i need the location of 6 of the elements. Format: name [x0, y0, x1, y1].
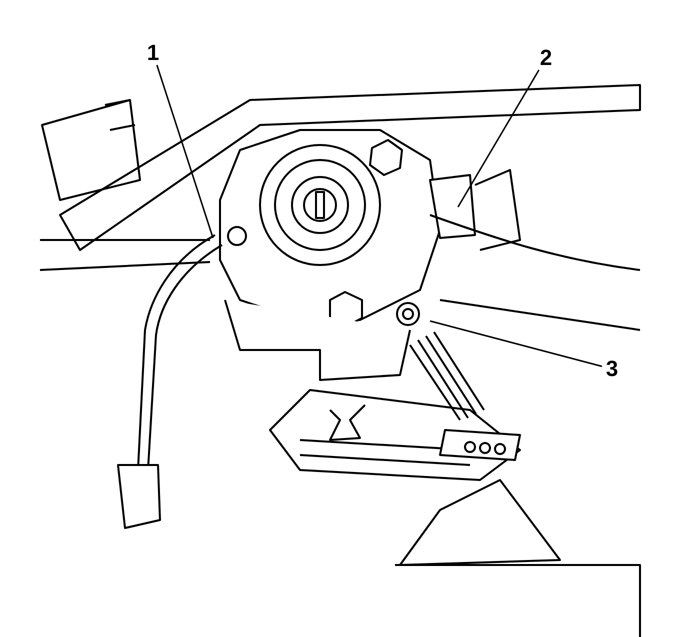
leader-line	[430, 320, 602, 368]
leader-line	[457, 70, 540, 208]
callout-number: 3	[603, 358, 621, 380]
leader-line	[156, 64, 214, 238]
callout-number: 1	[144, 42, 162, 64]
callout-number: 2	[537, 47, 555, 69]
